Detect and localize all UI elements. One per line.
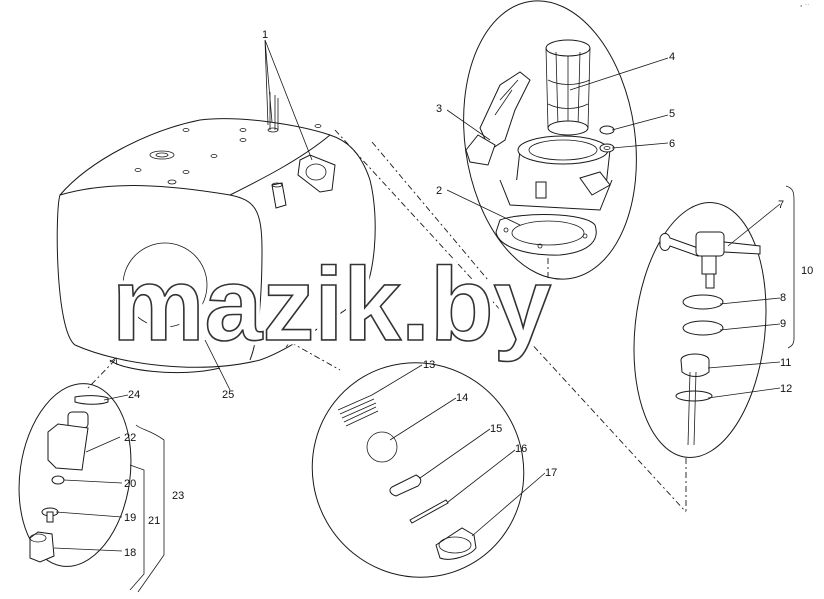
watermark-text-halo: mazik.by xyxy=(112,247,551,363)
assembly-lines xyxy=(87,129,687,513)
callout-3: 3 xyxy=(436,103,442,115)
fuel-tank xyxy=(56,92,376,374)
brackets xyxy=(129,185,795,593)
callout-23: 23 xyxy=(172,490,184,502)
watermark: mazik.by mazik.by xyxy=(108,243,556,368)
callout-10: 10 xyxy=(801,265,813,277)
callout-12: 12 xyxy=(780,383,792,395)
callout-2: 2 xyxy=(436,185,442,197)
callout-9: 9 xyxy=(780,318,786,330)
callout-20: 20 xyxy=(124,478,136,490)
corner-mark: ª ¯¯ xyxy=(800,4,810,9)
callout-15: 15 xyxy=(490,423,502,435)
callout-13: 13 xyxy=(423,359,435,371)
callout-4: 4 xyxy=(669,51,675,63)
callout-17: 17 xyxy=(545,467,557,479)
sender-assembly-group xyxy=(463,0,637,280)
callout-6: 6 xyxy=(669,138,675,150)
callout-25: 25 xyxy=(222,389,234,401)
callout-11: 11 xyxy=(780,357,791,369)
cap-assembly-group xyxy=(633,202,767,512)
drain-valve-group xyxy=(18,383,132,567)
callout-21: 21 xyxy=(148,515,160,527)
callout-8: 8 xyxy=(780,292,786,304)
filter-parts-group xyxy=(311,362,525,578)
callout-1: 1 xyxy=(262,29,268,41)
callout-14: 14 xyxy=(456,392,468,404)
callout-7: 7 xyxy=(778,199,784,211)
callout-5: 5 xyxy=(669,108,675,120)
callout-22: 22 xyxy=(124,432,136,444)
callout-labels: 1 2 3 4 5 6 7 8 9 10 11 12 13 14 15 16 1… xyxy=(124,29,813,559)
callout-24: 24 xyxy=(128,389,140,401)
callout-18: 18 xyxy=(124,547,136,559)
callout-19: 19 xyxy=(124,512,136,524)
leader-lines xyxy=(53,39,781,552)
callout-16: 16 xyxy=(515,443,527,455)
watermark-text: mazik.by xyxy=(112,247,551,363)
